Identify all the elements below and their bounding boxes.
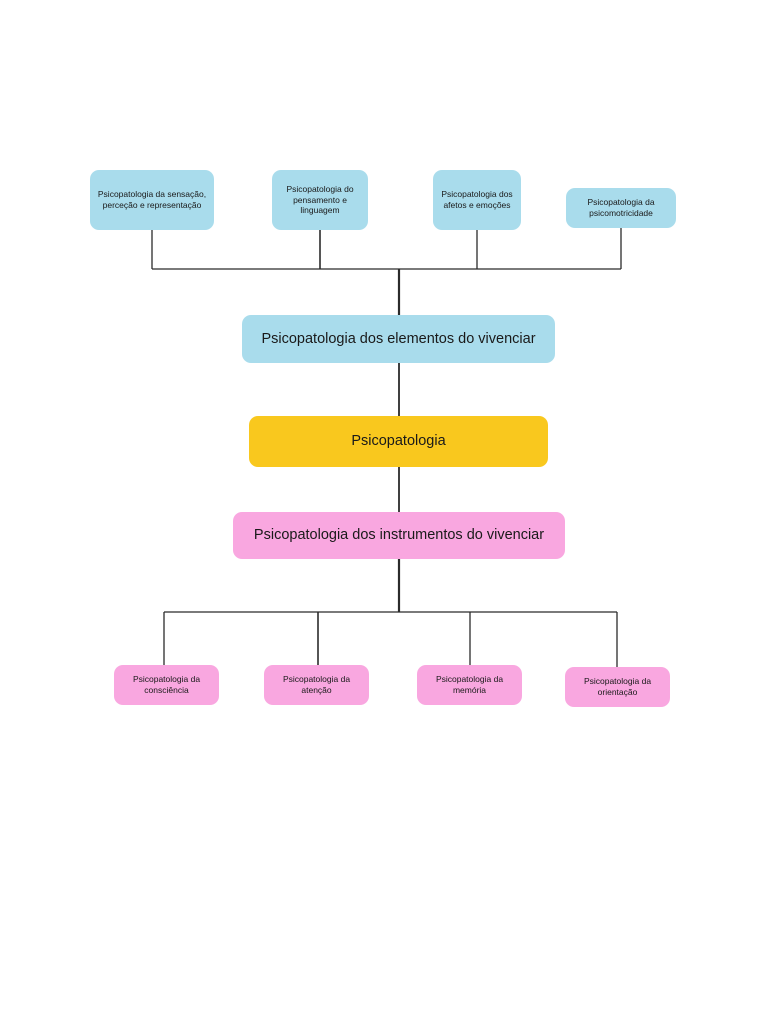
node-psicopatologia-root[interactable]: Psicopatologia	[249, 416, 548, 467]
node-afetos-emocoes[interactable]: Psicopatologia dos afetos e emoções	[433, 170, 521, 230]
node-memoria[interactable]: Psicopatologia da memória	[417, 665, 522, 705]
node-label: Psicopatologia da sensação, perceção e r…	[97, 189, 207, 210]
node-label: Psicopatologia dos afetos e emoções	[441, 189, 513, 210]
node-label: Psicopatologia dos elementos do vivencia…	[261, 330, 536, 347]
node-label: Psicopatologia da orientação	[583, 676, 652, 697]
node-sensacao-percecao-representacao[interactable]: Psicopatologia da sensação, perceção e r…	[90, 170, 214, 230]
node-label: Psicopatologia do pensamento e linguagem	[286, 184, 354, 216]
node-instrumentos-do-vivenciar[interactable]: Psicopatologia dos instrumentos do viven…	[233, 512, 565, 559]
node-label: Psicopatologia da consciência	[132, 674, 201, 695]
node-label: Psicopatologia da atenção	[282, 674, 351, 695]
node-label: Psicopatologia da psicomotricidade	[587, 197, 655, 218]
node-label: Psicopatologia dos instrumentos do viven…	[253, 527, 545, 544]
node-label: Psicopatologia da memória	[435, 674, 504, 695]
node-elementos-do-vivenciar[interactable]: Psicopatologia dos elementos do vivencia…	[242, 315, 555, 363]
node-label: Psicopatologia	[351, 433, 446, 450]
node-psicomotricidade[interactable]: Psicopatologia da psicomotricidade	[566, 188, 676, 228]
node-atencao[interactable]: Psicopatologia da atenção	[264, 665, 369, 705]
node-pensamento-linguagem[interactable]: Psicopatologia do pensamento e linguagem	[272, 170, 368, 230]
node-orientacao[interactable]: Psicopatologia da orientação	[565, 667, 670, 707]
node-consciencia[interactable]: Psicopatologia da consciência	[114, 665, 219, 705]
